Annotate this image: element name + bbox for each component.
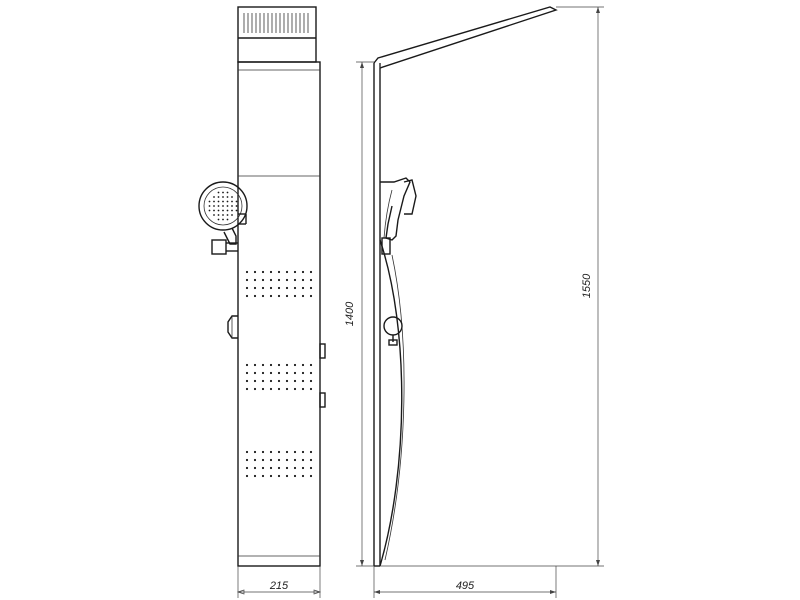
dim-label-1400: 1400 — [344, 301, 356, 326]
front-view: 215 — [198, 6, 326, 598]
body-curve — [379, 239, 403, 567]
hand-shower-front — [198, 181, 248, 255]
dim-total-height: 1550 — [380, 6, 604, 567]
side-button-1 — [319, 343, 326, 359]
body-jet-nozzles — [245, 270, 313, 478]
hand-shower-side — [380, 177, 417, 255]
mixer-knob-left — [227, 315, 238, 339]
side-button-2 — [319, 392, 326, 408]
dim-body-height: 1400 — [344, 61, 374, 567]
dim-label-495: 495 — [456, 580, 475, 592]
dim-side-depth: 495 — [373, 566, 557, 598]
panel-column — [237, 61, 321, 567]
dim-front-width: 215 — [236, 566, 322, 598]
dim-label-1550: 1550 — [581, 273, 593, 298]
mixer-knob-side — [383, 316, 403, 346]
dim-label-215: 215 — [269, 580, 289, 592]
side-view: 1400 1550 495 — [344, 6, 604, 598]
top-grille — [243, 13, 309, 33]
